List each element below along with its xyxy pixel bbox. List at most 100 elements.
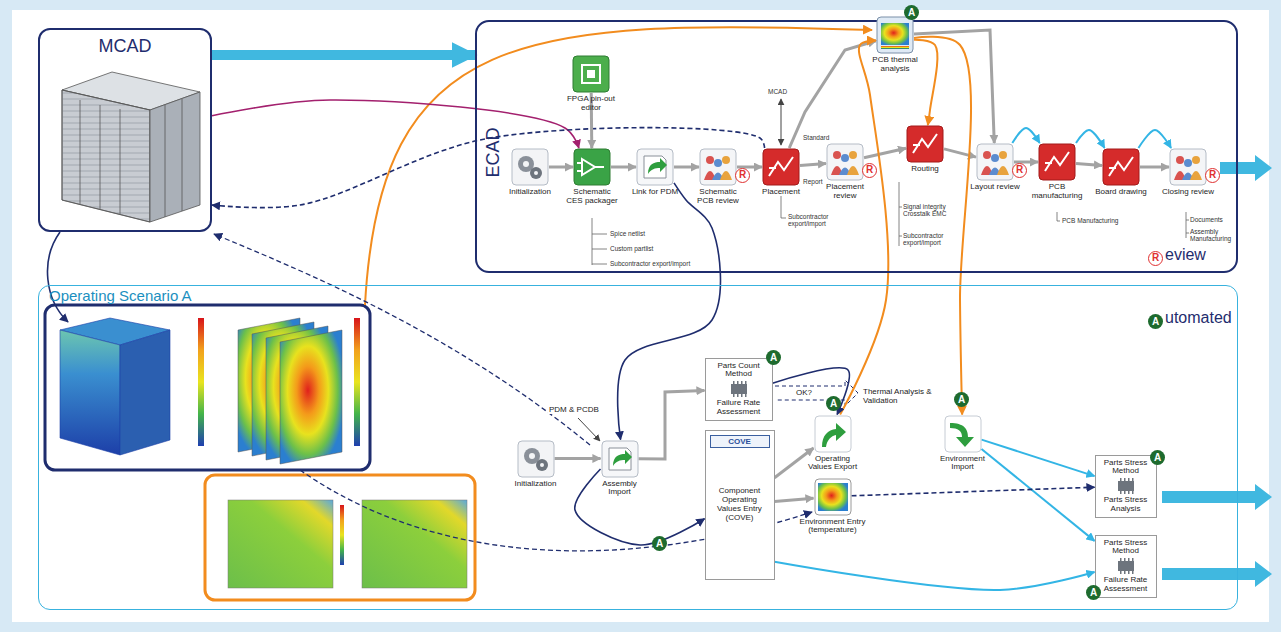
- step-caption: PCB thermal analysis: [867, 56, 923, 74]
- flow-connector: [789, 41, 876, 148]
- note-label: OK?: [795, 388, 813, 397]
- port-note: Custom partlist: [610, 245, 653, 252]
- thermal-plot-panel: [45, 305, 370, 470]
- review-badge: R: [862, 163, 877, 178]
- flow-connector: [1076, 130, 1105, 148]
- port-note: Standard: [803, 134, 829, 141]
- step-caption: Placement review: [817, 183, 873, 201]
- flow-connector: [1076, 163, 1102, 165]
- flow-connector: [852, 487, 1095, 496]
- tool-icon: [762, 148, 800, 186]
- step-caption: Closing review: [1160, 188, 1216, 197]
- port-note: Documents: [1190, 216, 1223, 223]
- tool-icon: [814, 415, 852, 453]
- flow-connector: [775, 498, 814, 501]
- process-step: Environment Import: [935, 415, 991, 473]
- tool-icon: [699, 148, 737, 186]
- output-arrows: [1162, 155, 1272, 587]
- flow-connector: [575, 469, 705, 545]
- step-caption: Operating Values Export: [805, 455, 861, 473]
- automated-badge: A: [954, 392, 969, 407]
- method-box: Parts Stress MethodFailure Rate Assessme…: [1095, 535, 1157, 598]
- flow-connector: [840, 40, 888, 414]
- group-title: Operating Scenario A: [49, 287, 192, 304]
- flow-connector: [737, 166, 762, 169]
- process-step: Schematic CES packager: [564, 148, 620, 206]
- tool-icon: [636, 148, 674, 186]
- method-box: Parts Stress MethodParts Stress Analysis: [1095, 455, 1157, 518]
- legend-text: eview: [1165, 246, 1206, 264]
- process-step: Link for PDM: [627, 148, 683, 197]
- page-ground: [12, 10, 1269, 622]
- tool-icon: [1038, 143, 1076, 181]
- step-caption: Placement: [753, 188, 809, 197]
- mcad-housing: [62, 72, 200, 222]
- flow-connector: [1012, 128, 1039, 143]
- step-caption: Board drawing: [1093, 188, 1149, 197]
- flow-connector: [773, 368, 850, 415]
- method-result: Failure Rate Assessment: [708, 399, 770, 417]
- flow-connector: [611, 166, 636, 169]
- port-note: Report: [803, 178, 823, 185]
- flow-connector: [800, 163, 826, 165]
- flow-connector: [864, 148, 906, 157]
- method-title: Parts Stress Method: [1098, 539, 1154, 557]
- process-step: Board drawing: [1093, 148, 1149, 197]
- port-note: Subcontractor export/import: [610, 260, 690, 267]
- port-note: PCB Manufacturing: [1062, 217, 1118, 224]
- tool-icon: [601, 440, 639, 478]
- note-label: PDM & PCDB: [548, 405, 600, 414]
- review-badge: R: [1148, 251, 1163, 266]
- process-step: Routing: [897, 125, 953, 174]
- tool-icon: [976, 143, 1014, 181]
- process-step: Placement: [753, 148, 809, 197]
- process-step: Environment Entry (temperature): [800, 478, 866, 536]
- method-title: Parts Stress Method: [1098, 459, 1154, 477]
- step-caption: PCB manufacturing: [1029, 183, 1085, 201]
- process-step: Operating Values Export: [805, 415, 861, 473]
- cove-header: COVE: [710, 435, 770, 448]
- step-caption: Routing: [897, 165, 953, 174]
- port-note: Subcontractor export/import: [788, 213, 850, 228]
- process-step: Placement review: [817, 143, 873, 201]
- method-result: Parts Stress Analysis: [1098, 496, 1154, 514]
- step-caption: Environment Entry (temperature): [800, 518, 866, 536]
- note-label: Thermal Analysis & Validation: [862, 387, 954, 405]
- group-frame: Operating Scenario AInitializationAssemb…: [38, 285, 1238, 610]
- step-caption: Schematic CES packager: [564, 188, 620, 206]
- method-result: Failure Rate Assessment: [1098, 576, 1154, 594]
- chip-icon: [727, 381, 751, 397]
- port-note: Assembly Manufacturing: [1190, 228, 1238, 243]
- flow-connector: [212, 50, 475, 60]
- group-frame: ECADInitializationFPGA pin-out editorSch…: [475, 20, 1238, 273]
- step-caption: Assembly Import: [592, 480, 648, 498]
- tool-icon: [1102, 148, 1140, 186]
- tool-icon: [814, 478, 852, 516]
- tool-icon: [826, 143, 864, 181]
- method-box: Parts Count MethodFailure Rate Assessmen…: [705, 358, 773, 421]
- process-step: Closing review: [1160, 148, 1216, 197]
- cove-text: Component Operating Values Entry (COVE): [710, 486, 770, 523]
- process-step: PCB thermal analysis: [867, 16, 923, 74]
- port-note: Signal integrity Crosstalk EMC: [903, 203, 959, 218]
- process-step: PCB manufacturing: [1029, 143, 1085, 201]
- flow-connector: [549, 166, 573, 169]
- group-title: ECAD: [483, 127, 504, 177]
- flow-connector: [982, 440, 1095, 476]
- tool-icon: [1169, 148, 1207, 186]
- tool-icon: [517, 440, 555, 478]
- process-step: Schematic PCB review: [690, 148, 746, 206]
- flow-connector: [639, 390, 705, 459]
- flow-connector: [674, 166, 699, 169]
- port-note: Spice netlist: [610, 230, 645, 237]
- group-title: MCAD: [40, 36, 210, 57]
- flow-connector: [555, 457, 601, 460]
- automated-badge: A: [1148, 314, 1163, 329]
- review-badge: R: [1205, 168, 1220, 183]
- tool-icon: [572, 55, 610, 93]
- process-step: Layout review: [967, 143, 1023, 192]
- flow-connector: [914, 40, 937, 125]
- process-step: Initialization: [502, 148, 558, 197]
- flow-connector: [982, 449, 1095, 541]
